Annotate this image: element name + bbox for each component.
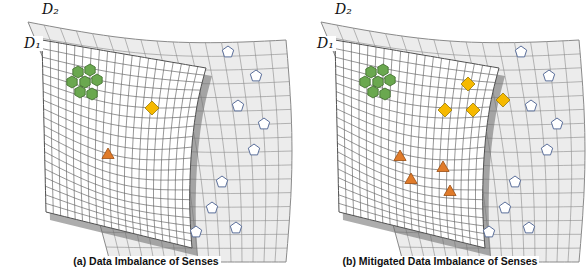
outer-pentagon bbox=[216, 176, 227, 187]
sense-hexagon bbox=[67, 76, 77, 88]
outer-pentagon bbox=[483, 226, 494, 237]
sense-triangle bbox=[437, 161, 449, 172]
outer-pentagon bbox=[230, 222, 241, 233]
outer-pentagon bbox=[551, 118, 562, 129]
sense-hexagon bbox=[380, 88, 390, 100]
panel bbox=[28, 22, 292, 262]
space-label: D₂ bbox=[40, 2, 61, 17]
outer-pentagon bbox=[222, 46, 233, 57]
outer-pentagon bbox=[543, 70, 554, 81]
inner-surface bbox=[335, 40, 499, 248]
space-label: D₂ bbox=[333, 2, 354, 17]
sense-hexagon bbox=[360, 76, 370, 88]
sense-diamond bbox=[438, 103, 452, 117]
outer-pentagon bbox=[541, 144, 552, 155]
sense-hexagon bbox=[366, 66, 376, 78]
sense-triangle bbox=[405, 173, 417, 184]
sense-hexagon bbox=[378, 64, 388, 76]
outer-pentagon bbox=[248, 144, 259, 155]
outer-pentagon bbox=[206, 202, 217, 213]
outer-pentagon bbox=[525, 100, 536, 111]
panel-caption: (b) Mitigated Data Imbalance of Senses bbox=[341, 256, 540, 268]
sense-diamond bbox=[496, 93, 510, 107]
sense-hexagon bbox=[80, 76, 90, 88]
outer-pentagon bbox=[523, 222, 534, 233]
outer-pentagon bbox=[250, 70, 261, 81]
outer-pentagon bbox=[509, 176, 520, 187]
panel-caption: (a) Data Imbalance of Senses bbox=[71, 256, 220, 268]
outer-pentagon bbox=[499, 202, 510, 213]
outer-pentagon bbox=[190, 226, 201, 237]
sense-hexagon bbox=[85, 64, 95, 76]
panel bbox=[321, 22, 585, 262]
sense-hexagon bbox=[73, 66, 83, 78]
sense-triangle bbox=[102, 148, 114, 159]
outer-surface bbox=[28, 22, 292, 262]
sense-hexagon bbox=[385, 74, 395, 86]
sense-triangle bbox=[444, 185, 456, 196]
outer-surface bbox=[321, 22, 585, 262]
outer-pentagon bbox=[232, 100, 243, 111]
sense-hexagon bbox=[92, 74, 102, 86]
inner-surface bbox=[42, 40, 206, 248]
sense-hexagon bbox=[373, 76, 383, 88]
sense-diamond bbox=[145, 101, 159, 115]
sense-hexagon bbox=[368, 86, 378, 98]
sense-hexagon bbox=[87, 88, 97, 100]
outer-pentagon bbox=[515, 46, 526, 57]
space-label: D₁ bbox=[315, 36, 336, 51]
sense-diamond bbox=[466, 103, 480, 117]
outer-pentagon bbox=[258, 118, 269, 129]
sense-hexagon bbox=[75, 86, 85, 98]
sense-triangle bbox=[394, 150, 406, 161]
sense-diamond bbox=[461, 77, 475, 91]
space-label: D₁ bbox=[22, 36, 43, 51]
